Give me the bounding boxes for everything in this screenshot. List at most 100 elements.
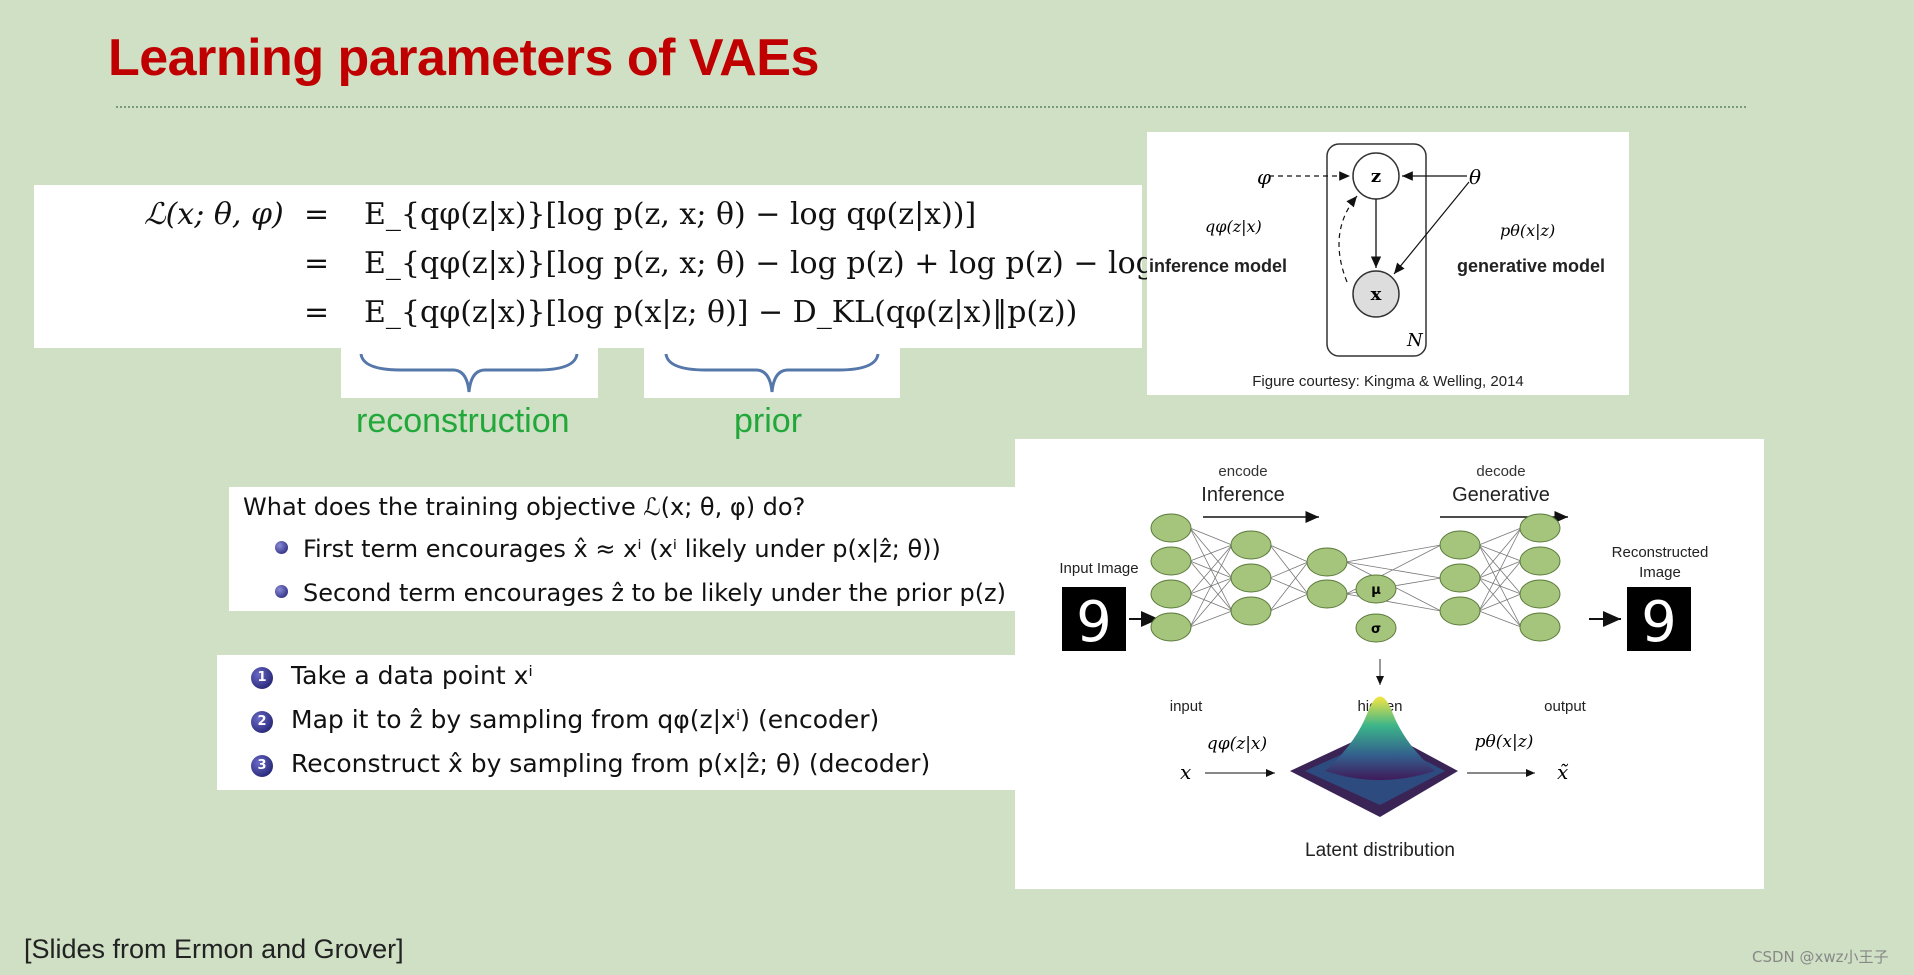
network-node (1439, 563, 1481, 593)
output-digit-image (1627, 587, 1691, 651)
bullet-icon (275, 585, 288, 598)
network-node (1306, 579, 1348, 609)
latent-node (1355, 574, 1397, 604)
latent-distribution-surface (1290, 696, 1458, 817)
objective-question-box: What does the training objective ℒ(x; θ,… (229, 487, 1015, 611)
title-divider (116, 106, 1746, 108)
brace-icon (664, 353, 880, 393)
graphical-model-diagram: z x φ θ N qφ(z|x) pθ(x|z) inference mode… (1149, 143, 1605, 390)
watermark: CSDN @xwz小王子 (1752, 948, 1889, 966)
step-item: Reconstruct x̂ by sampling from p(x|ẑ; θ… (291, 749, 931, 778)
decode-label: decode (1476, 463, 1525, 480)
network-edge (1269, 544, 1309, 563)
x-tilde-label: x̃ (1557, 760, 1569, 784)
network-node (1150, 546, 1192, 576)
mu-label: μ (1371, 583, 1381, 598)
equation-lhs: ℒ(x; θ, φ) (144, 197, 284, 232)
network-edge (1478, 593, 1522, 612)
vae-network-diagram: encode Inference decode Generative Input… (1059, 463, 1709, 861)
encode-label: encode (1218, 463, 1267, 480)
encoder-q-label: qφ(z|x) (1207, 734, 1267, 754)
network-edge (1345, 561, 1442, 579)
p-label: pθ(x|z) (1500, 221, 1555, 240)
network-edge (1189, 544, 1233, 562)
plate (1326, 143, 1427, 357)
bullet-icon (275, 541, 288, 554)
figure-caption: Figure courtesy: Kingma & Welling, 2014 (1252, 373, 1524, 390)
input-image-label: Input Image (1059, 560, 1138, 577)
network-edge (1478, 560, 1522, 612)
slide-footer: [Slides from Ermon and Grover] (24, 934, 404, 964)
network-node (1439, 530, 1481, 560)
network-node (1150, 513, 1192, 543)
network-node (1230, 530, 1272, 560)
input-digit-image (1062, 587, 1126, 651)
step-number-icon: 2 (251, 711, 273, 733)
node-z-label: z (1371, 166, 1381, 187)
equation-equals-3: = (304, 295, 330, 330)
plate-label: N (1406, 330, 1424, 351)
reconstruction-label: reconstruction (356, 402, 570, 440)
output-layer-label: output (1544, 698, 1587, 715)
inference-label: Inference (1201, 484, 1284, 506)
network-edge (1189, 577, 1233, 628)
network-node (1150, 612, 1192, 642)
network-node (1230, 596, 1272, 626)
network-edge (1189, 544, 1233, 628)
bullet-item: First term encourages x̂ ≈ xⁱ (xⁱ likely… (303, 535, 941, 563)
network-node (1306, 547, 1348, 577)
prior-brace (644, 348, 900, 398)
network-edge (1269, 544, 1309, 595)
input-layer-label: input (1170, 698, 1203, 715)
network-node (1519, 546, 1561, 576)
vae-network-figure: encode Inference decode Generative Input… (1015, 439, 1764, 889)
output-digit: 9 (1641, 590, 1677, 655)
network-node (1439, 596, 1481, 626)
network-edge (1269, 561, 1309, 579)
input-digit: 9 (1076, 590, 1112, 655)
phi-label: φ (1257, 165, 1271, 189)
network-node (1519, 612, 1561, 642)
network-node (1230, 563, 1272, 593)
inference-model-label: inference model (1149, 256, 1287, 276)
brace-icon (359, 353, 579, 393)
prior-label: prior (734, 402, 803, 440)
step-number-icon: 3 (251, 755, 273, 777)
equation-row-2: E_{qφ(z|x)}[log p(z, x; θ) − log p(z) + … (364, 246, 1295, 281)
step-number-icon: 1 (251, 667, 273, 689)
q-label: qφ(z|x) (1205, 217, 1262, 236)
question-text: What does the training objective ℒ(x; θ,… (243, 493, 806, 521)
network-edge (1269, 561, 1309, 612)
network-edge (1189, 544, 1233, 595)
network-edge (1478, 527, 1522, 546)
equation-equals-2: = (304, 246, 330, 281)
network-nodes (1150, 513, 1561, 643)
reconstruction-brace (341, 348, 598, 398)
network-node (1519, 513, 1561, 543)
sigma-label: σ (1371, 622, 1381, 637)
reconstructed-label-2: Image (1639, 564, 1681, 581)
network-node (1150, 579, 1192, 609)
node-x-label: x (1371, 284, 1382, 305)
network-edge (1189, 610, 1233, 628)
graphical-model-figure: z x φ θ N qφ(z|x) pθ(x|z) inference mode… (1147, 132, 1629, 395)
equation-equals-1: = (304, 197, 330, 232)
theta-label: θ (1469, 165, 1481, 189)
slide-title: Learning parameters of VAEs (108, 29, 819, 87)
network-edge (1345, 544, 1442, 563)
network-edge (1478, 527, 1522, 612)
elbo-equation-box: ℒ(x; θ, φ) = E_{qφ(z|x)}[log p(z, x; θ) … (34, 185, 1294, 348)
network-edge (1189, 527, 1233, 546)
network-node (1519, 579, 1561, 609)
latent-node (1355, 613, 1397, 643)
network-edge (1269, 593, 1309, 612)
x-label: x (1180, 760, 1191, 784)
generative-model-label: generative model (1457, 256, 1605, 276)
equation-row-3: E_{qφ(z|x)}[log p(x|z; θ)] − D_KL(qφ(z|x… (364, 295, 1078, 330)
latent-distribution-label: Latent distribution (1305, 840, 1455, 861)
decoder-p-label: pθ(x|z) (1475, 732, 1534, 752)
node-x (1352, 270, 1400, 318)
equation-row-1: E_{qφ(z|x)}[log p(z, x; θ) − log qφ(z|x)… (364, 197, 977, 232)
reconstructed-label: Reconstructed (1612, 544, 1709, 561)
step-item: Map it to ẑ by sampling from qφ(z|xⁱ) (e… (291, 705, 880, 734)
